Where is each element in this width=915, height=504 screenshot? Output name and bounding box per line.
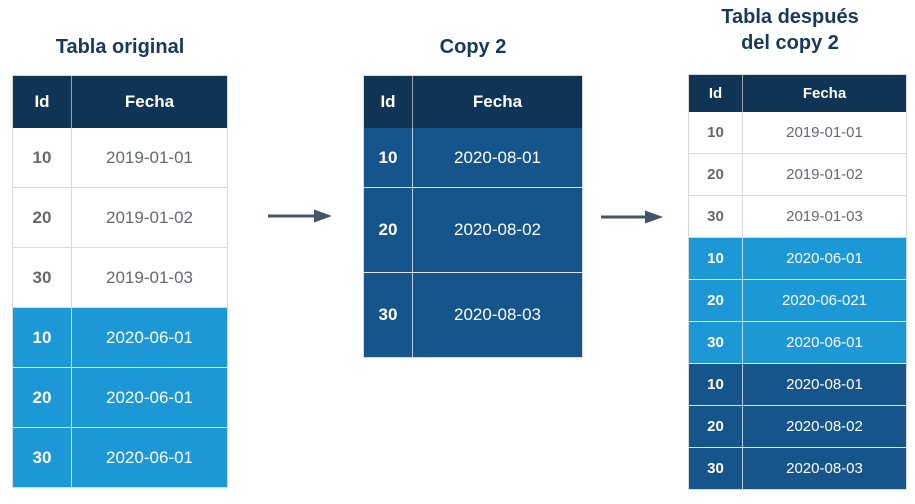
id-cell: 30 xyxy=(13,428,72,487)
table-row: 30 2019-01-03 xyxy=(689,196,906,238)
column-header-id: Id xyxy=(13,76,72,128)
id-cell: 30 xyxy=(689,322,743,363)
id-cell: 10 xyxy=(689,238,743,279)
table-copy2: Id Fecha 10 2020-08-01 20 2020-08-02 30 … xyxy=(363,75,583,358)
id-cell: 10 xyxy=(364,128,413,187)
fecha-cell: 2020-06-01 xyxy=(106,327,193,347)
id-cell: 30 xyxy=(689,448,743,489)
table-after-copy2-title: Tabla después del copy 2 xyxy=(673,4,907,56)
table-header-row: Id Fecha xyxy=(13,76,227,128)
fecha-cell: 2020-06-01 xyxy=(786,250,863,267)
arrow-right-icon xyxy=(601,210,663,224)
table-row: 10 2019-01-01 xyxy=(689,112,906,154)
table-row-copy: 20 2020-08-02 xyxy=(689,406,906,448)
table-header-row: Id Fecha xyxy=(364,76,582,128)
fecha-cell: 2019-01-02 xyxy=(106,207,193,227)
title-line-1: Tabla después xyxy=(721,6,859,28)
id-cell: 20 xyxy=(13,188,72,247)
table-copy2-title: Copy 2 xyxy=(439,36,507,58)
column-header-fecha: Fecha xyxy=(124,92,175,111)
table-row-copy: 30 2020-08-03 xyxy=(689,448,906,489)
table-row: 20 2019-01-02 xyxy=(13,188,227,248)
fecha-cell: 2019-01-03 xyxy=(786,208,863,225)
fecha-cell: 2020-08-02 xyxy=(454,220,541,239)
fecha-cell: 2020-06-021 xyxy=(781,292,868,309)
fecha-cell: 2019-01-03 xyxy=(106,267,193,287)
table-row-copy: 30 2020-08-03 xyxy=(364,273,582,357)
fecha-cell: 2020-08-02 xyxy=(786,418,863,435)
fecha-cell: 2019-01-01 xyxy=(786,124,863,141)
id-cell: 20 xyxy=(689,280,743,321)
fecha-cell: 2020-08-03 xyxy=(786,460,863,477)
column-header-id: Id xyxy=(364,76,413,128)
fecha-cell: 2020-08-01 xyxy=(786,376,863,393)
id-cell: 10 xyxy=(13,308,72,367)
fecha-cell: 2020-08-01 xyxy=(454,147,541,167)
column-header-id: Id xyxy=(689,75,743,112)
fecha-cell: 2020-06-01 xyxy=(106,387,193,407)
column-header-fecha: Fecha xyxy=(802,85,847,102)
table-row: 30 2019-01-03 xyxy=(13,248,227,308)
table-original-title: Tabla original xyxy=(55,36,185,58)
table-row-copy: 20 2020-08-02 xyxy=(364,188,582,273)
table-row-copy: 10 2020-08-01 xyxy=(689,364,906,406)
id-cell: 20 xyxy=(364,188,413,272)
table-original: Id Fecha 10 2019-01-01 20 2019-01-02 30 … xyxy=(12,75,228,488)
table-row-copy: 10 2020-08-01 xyxy=(364,128,582,188)
id-cell: 20 xyxy=(689,154,743,195)
table-row: 20 2019-01-02 xyxy=(689,154,906,196)
fecha-cell: 2020-08-03 xyxy=(454,305,541,324)
column-header-fecha: Fecha xyxy=(472,92,523,111)
id-cell: 30 xyxy=(689,196,743,237)
id-cell: 30 xyxy=(364,273,413,357)
id-cell: 10 xyxy=(13,128,72,187)
id-cell: 30 xyxy=(13,248,72,307)
fecha-cell: 2020-06-01 xyxy=(106,447,193,467)
fecha-cell: 2020-06-01 xyxy=(786,334,863,351)
fecha-cell: 2019-01-01 xyxy=(106,147,193,167)
arrow-right-icon xyxy=(268,209,332,223)
id-cell: 20 xyxy=(13,368,72,427)
table-row-highlighted: 10 2020-06-01 xyxy=(689,238,906,280)
table-row: 10 2019-01-01 xyxy=(13,128,227,188)
fecha-cell: 2019-01-02 xyxy=(786,166,863,183)
id-cell: 20 xyxy=(689,406,743,447)
table-row-highlighted: 20 2020-06-01 xyxy=(13,368,227,428)
table-row-highlighted: 20 2020-06-021 xyxy=(689,280,906,322)
table-row-highlighted: 30 2020-06-01 xyxy=(13,428,227,487)
table-header-row: Id Fecha xyxy=(689,75,906,112)
id-cell: 10 xyxy=(689,112,743,153)
id-cell: 10 xyxy=(689,364,743,405)
table-row-highlighted: 10 2020-06-01 xyxy=(13,308,227,368)
title-line-2: del copy 2 xyxy=(741,32,839,54)
table-row-highlighted: 30 2020-06-01 xyxy=(689,322,906,364)
table-after-copy2: Id Fecha 10 2019-01-01 20 2019-01-02 30 … xyxy=(688,74,907,490)
